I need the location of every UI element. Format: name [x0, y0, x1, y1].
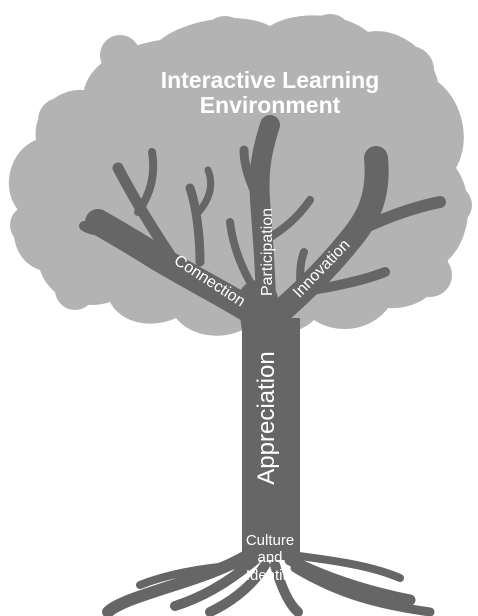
roots-label-line-3: Identity: [246, 567, 295, 584]
trunk-label-appreciation: Appreciation: [253, 351, 280, 484]
root-right-far: [290, 563, 435, 616]
tree-canopy: [8, 14, 472, 336]
roots-label-line-2: and: [257, 549, 282, 566]
root-left: [170, 555, 260, 611]
root-center: [205, 560, 270, 616]
diagram-title-line-2: Environment: [200, 92, 341, 118]
diagram-title-line-1: Interactive Learning: [161, 67, 380, 93]
branch-label-participation: Participation: [259, 208, 276, 296]
root-right: [284, 554, 416, 606]
tree-trunk-and-branches: [79, 115, 446, 616]
roots-label-line-1: Culture: [246, 532, 294, 549]
